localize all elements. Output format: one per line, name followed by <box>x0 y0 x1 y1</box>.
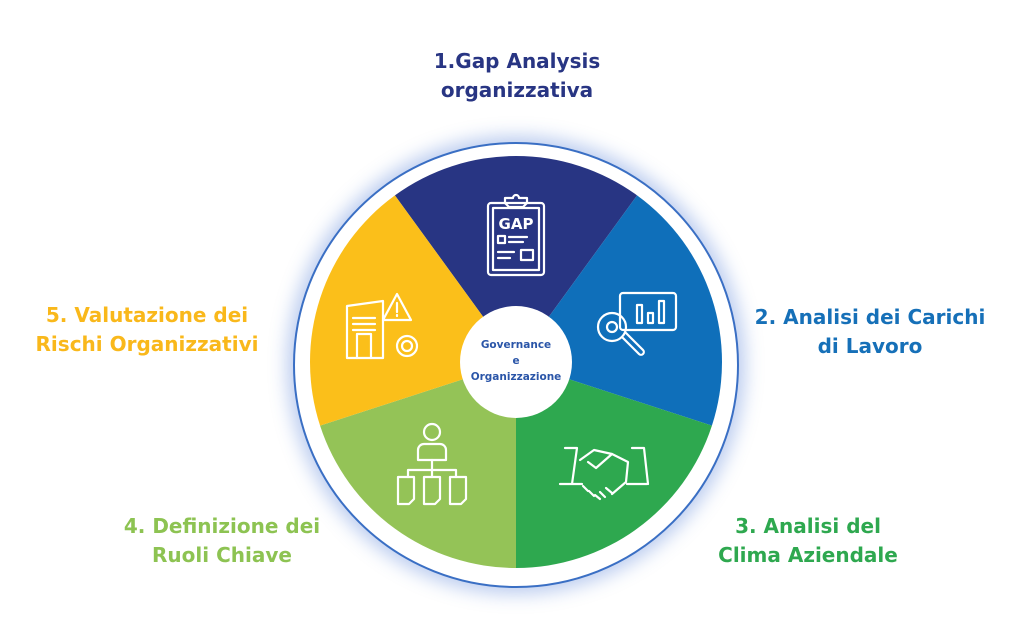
center-line-1: Governance <box>480 339 552 351</box>
step-1-line-1: 1.Gap Analysis <box>433 49 601 73</box>
chart-magnifier-gear-icon <box>596 291 678 356</box>
step-1-line-2: organizzativa <box>440 78 594 102</box>
wheel-slice-1 <box>394 156 638 362</box>
center-line-2: e <box>512 355 520 367</box>
handshake-icon <box>558 446 650 501</box>
step-label-rischi-organizzativi: 5. Valutazione dei Rischi Organizzativi <box>36 301 259 359</box>
step-4-line-1: 4. Definizione dei <box>123 514 321 538</box>
step-4-line-2: Ruoli Chiave <box>152 543 292 567</box>
step-3-line-2: Clima Aziendale <box>718 543 898 567</box>
step-label-clima-aziendale: 3. Analisi del Clima Aziendale <box>718 512 898 570</box>
step-label-ruoli-chiave: 4. Definizione dei Ruoli Chiave <box>124 512 320 570</box>
center-circle <box>460 306 572 418</box>
svg-text:GAP: GAP <box>499 215 534 233</box>
center-line-3: Organizzazione <box>470 371 562 383</box>
step-label-gap-analysis: 1.Gap Analysis organizzativa <box>434 47 600 105</box>
step-2-line-2: di Lavoro <box>817 334 923 358</box>
wheel-slice-3 <box>516 362 712 568</box>
wheel-slice-4 <box>320 362 516 568</box>
step-2-line-1: 2. Analisi dei Carichi <box>754 305 986 329</box>
step-5-line-1: 5. Valutazione dei <box>45 303 249 327</box>
step-3-line-1: 3. Analisi del <box>735 514 881 538</box>
center-label: Governance e Organizzazione <box>460 337 572 385</box>
building-warning-gear-icon <box>345 292 419 360</box>
org-chart-icon <box>396 422 468 506</box>
step-label-carichi-lavoro: 2. Analisi dei Carichi di Lavoro <box>755 303 986 361</box>
step-5-line-2: Rischi Organizzativi <box>35 332 259 356</box>
gap-clipboard-icon: GAP <box>486 193 546 277</box>
